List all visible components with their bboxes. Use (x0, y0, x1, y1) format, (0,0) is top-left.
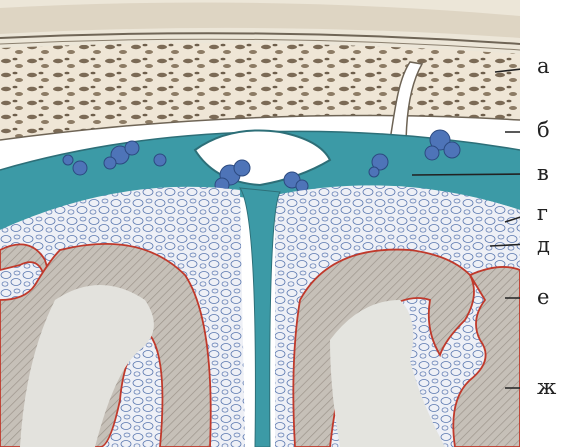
label-g: г (537, 203, 548, 224)
label-e: е (537, 287, 549, 308)
label-a: а (537, 56, 550, 77)
leader-v (412, 174, 520, 175)
label-v: в (537, 163, 549, 184)
label-zh: ж (537, 377, 556, 398)
meninges-cross-section-illustration (0, 0, 520, 447)
label-d: д (537, 235, 550, 256)
label-b: б (537, 120, 550, 141)
